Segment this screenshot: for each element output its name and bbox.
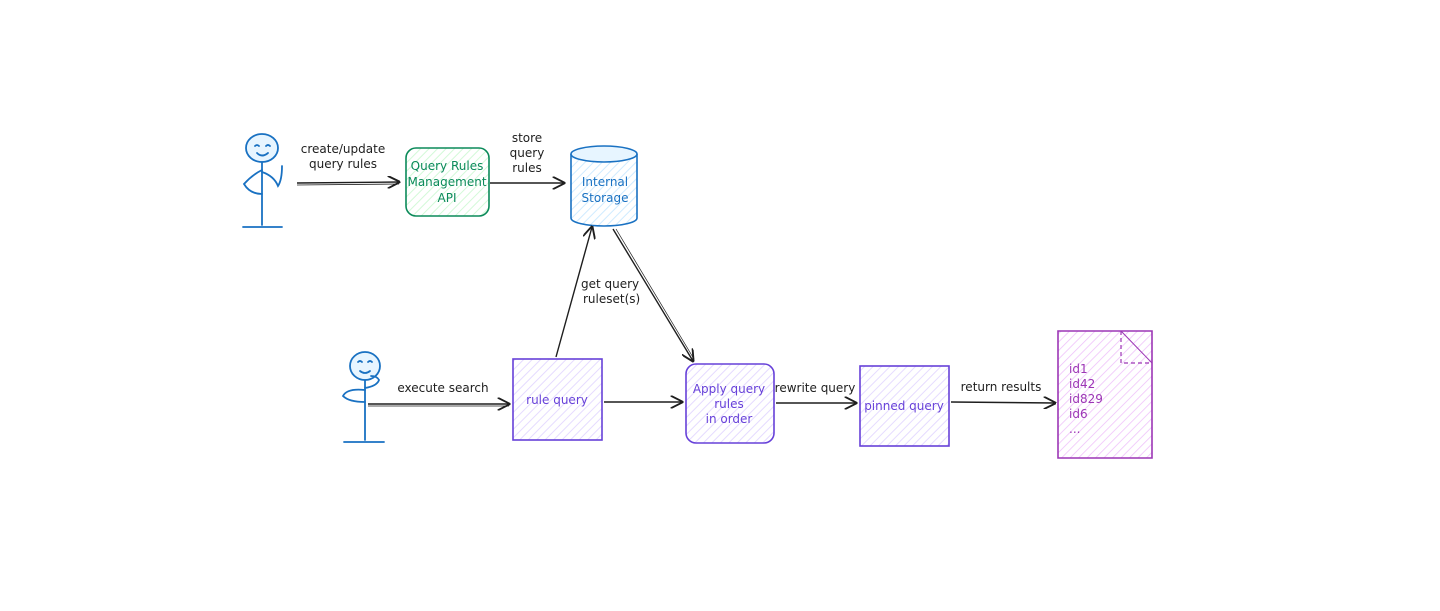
arrow-rulequery-to-storage [555, 227, 592, 358]
pinned-query-box: pinned query [859, 365, 950, 447]
storage-label-line-2: Storage [582, 191, 629, 205]
storage-label-line-1: Internal [582, 175, 628, 189]
result-id-3: id829 [1069, 392, 1103, 406]
edge-label-create-update-2: query rules [309, 157, 377, 171]
result-id-1: id1 [1069, 362, 1088, 376]
edge-label-rewrite-query: rewrite query [775, 381, 856, 395]
edge-label-get-ruleset-2: ruleset(s) [583, 292, 640, 306]
result-id-2: id42 [1069, 377, 1095, 391]
apply-label-line-1: Apply query [693, 382, 765, 396]
arrow-pinned-to-results [950, 402, 1055, 403]
api-label-line-3: API [438, 191, 457, 205]
pinned-query-label: pinned query [864, 399, 944, 413]
apply-label-line-2: rules [714, 397, 744, 411]
api-label-line-2: Management [407, 175, 486, 189]
user-actor-bottom [341, 351, 385, 443]
internal-storage-database: Internal Storage [570, 145, 638, 227]
query-rules-api-box: Query Rules Management API [405, 147, 490, 217]
edge-label-execute-search: execute search [397, 381, 488, 395]
edge-label-store-2: query [510, 146, 545, 160]
result-id-4: id6 [1069, 407, 1088, 421]
edge-label-return-results: return results [961, 380, 1042, 394]
user-actor-top [242, 133, 283, 228]
result-ellipsis: ... [1069, 422, 1080, 436]
apply-label-line-3: in order [706, 412, 753, 426]
edge-label-store-3: rules [512, 161, 542, 175]
arrow-storage-to-apply [612, 228, 693, 361]
edge-label-get-ruleset-1: get query [581, 277, 639, 291]
edge-label-create-update-1: create/update [301, 142, 385, 156]
arrow-user-to-api [296, 182, 399, 183]
results-document: id1 id42 id829 id6 ... [1057, 330, 1153, 459]
apply-rules-box: Apply query rules in order [685, 363, 775, 444]
api-label-line-1: Query Rules [411, 159, 484, 173]
edge-label-store-1: store [512, 131, 542, 145]
rule-query-box: rule query [512, 358, 603, 441]
rule-query-label: rule query [526, 393, 588, 407]
